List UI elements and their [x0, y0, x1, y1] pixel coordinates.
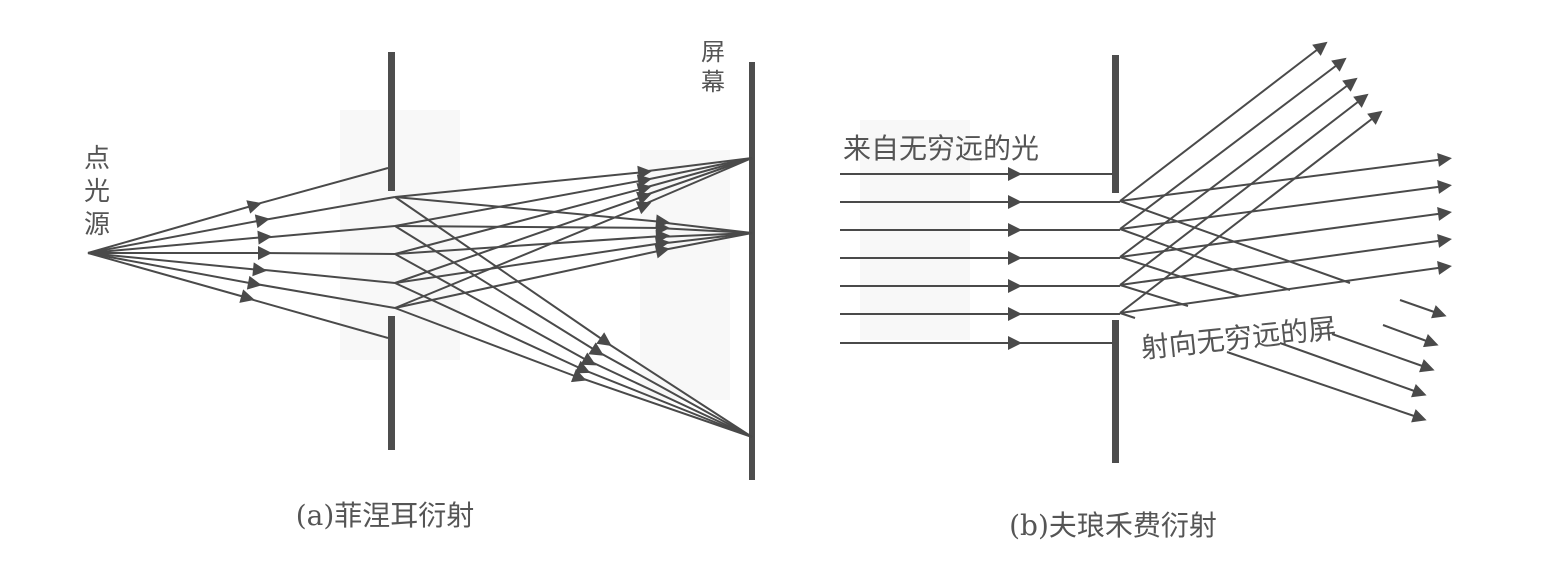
- diffracted-rays-forward: [1119, 152, 1452, 314]
- observation-screen: [749, 62, 755, 480]
- incoming-light-label: 来自无穷远的光: [843, 132, 1039, 165]
- incident-rays: [87, 167, 396, 339]
- diffracted-rays-focus-1: [394, 157, 753, 309]
- source-label-char-1: 点: [84, 144, 110, 174]
- point-source-label: 点 光 源: [84, 144, 110, 240]
- diffracted-rays-focus-2: [394, 196, 753, 309]
- caption-a: (a)菲涅耳衍射: [296, 499, 475, 532]
- diffracted-rays-upward: [1119, 41, 1383, 314]
- diffracted-rays-focus-3: [394, 196, 753, 438]
- caption-b: (b)夫琅禾费衍射: [1009, 509, 1217, 542]
- slit-barrier-lower: [1112, 320, 1119, 463]
- aperture-barrier-lower: [388, 316, 395, 450]
- slit-barrier-upper: [1112, 55, 1119, 193]
- diffracted-rays-downward: [1119, 200, 1447, 423]
- panel-a-fresnel-diffraction: 点 光 源 屏 幕: [84, 38, 755, 532]
- source-label-char-3: 源: [84, 210, 110, 240]
- screen-label: 屏 幕: [701, 38, 725, 96]
- screen-label-char-2: 幕: [701, 68, 725, 96]
- aperture-barrier-upper: [388, 52, 395, 191]
- source-label-char-2: 光: [84, 177, 110, 207]
- incoming-parallel-rays: [840, 167, 1120, 350]
- screen-label-char-1: 屏: [701, 38, 725, 66]
